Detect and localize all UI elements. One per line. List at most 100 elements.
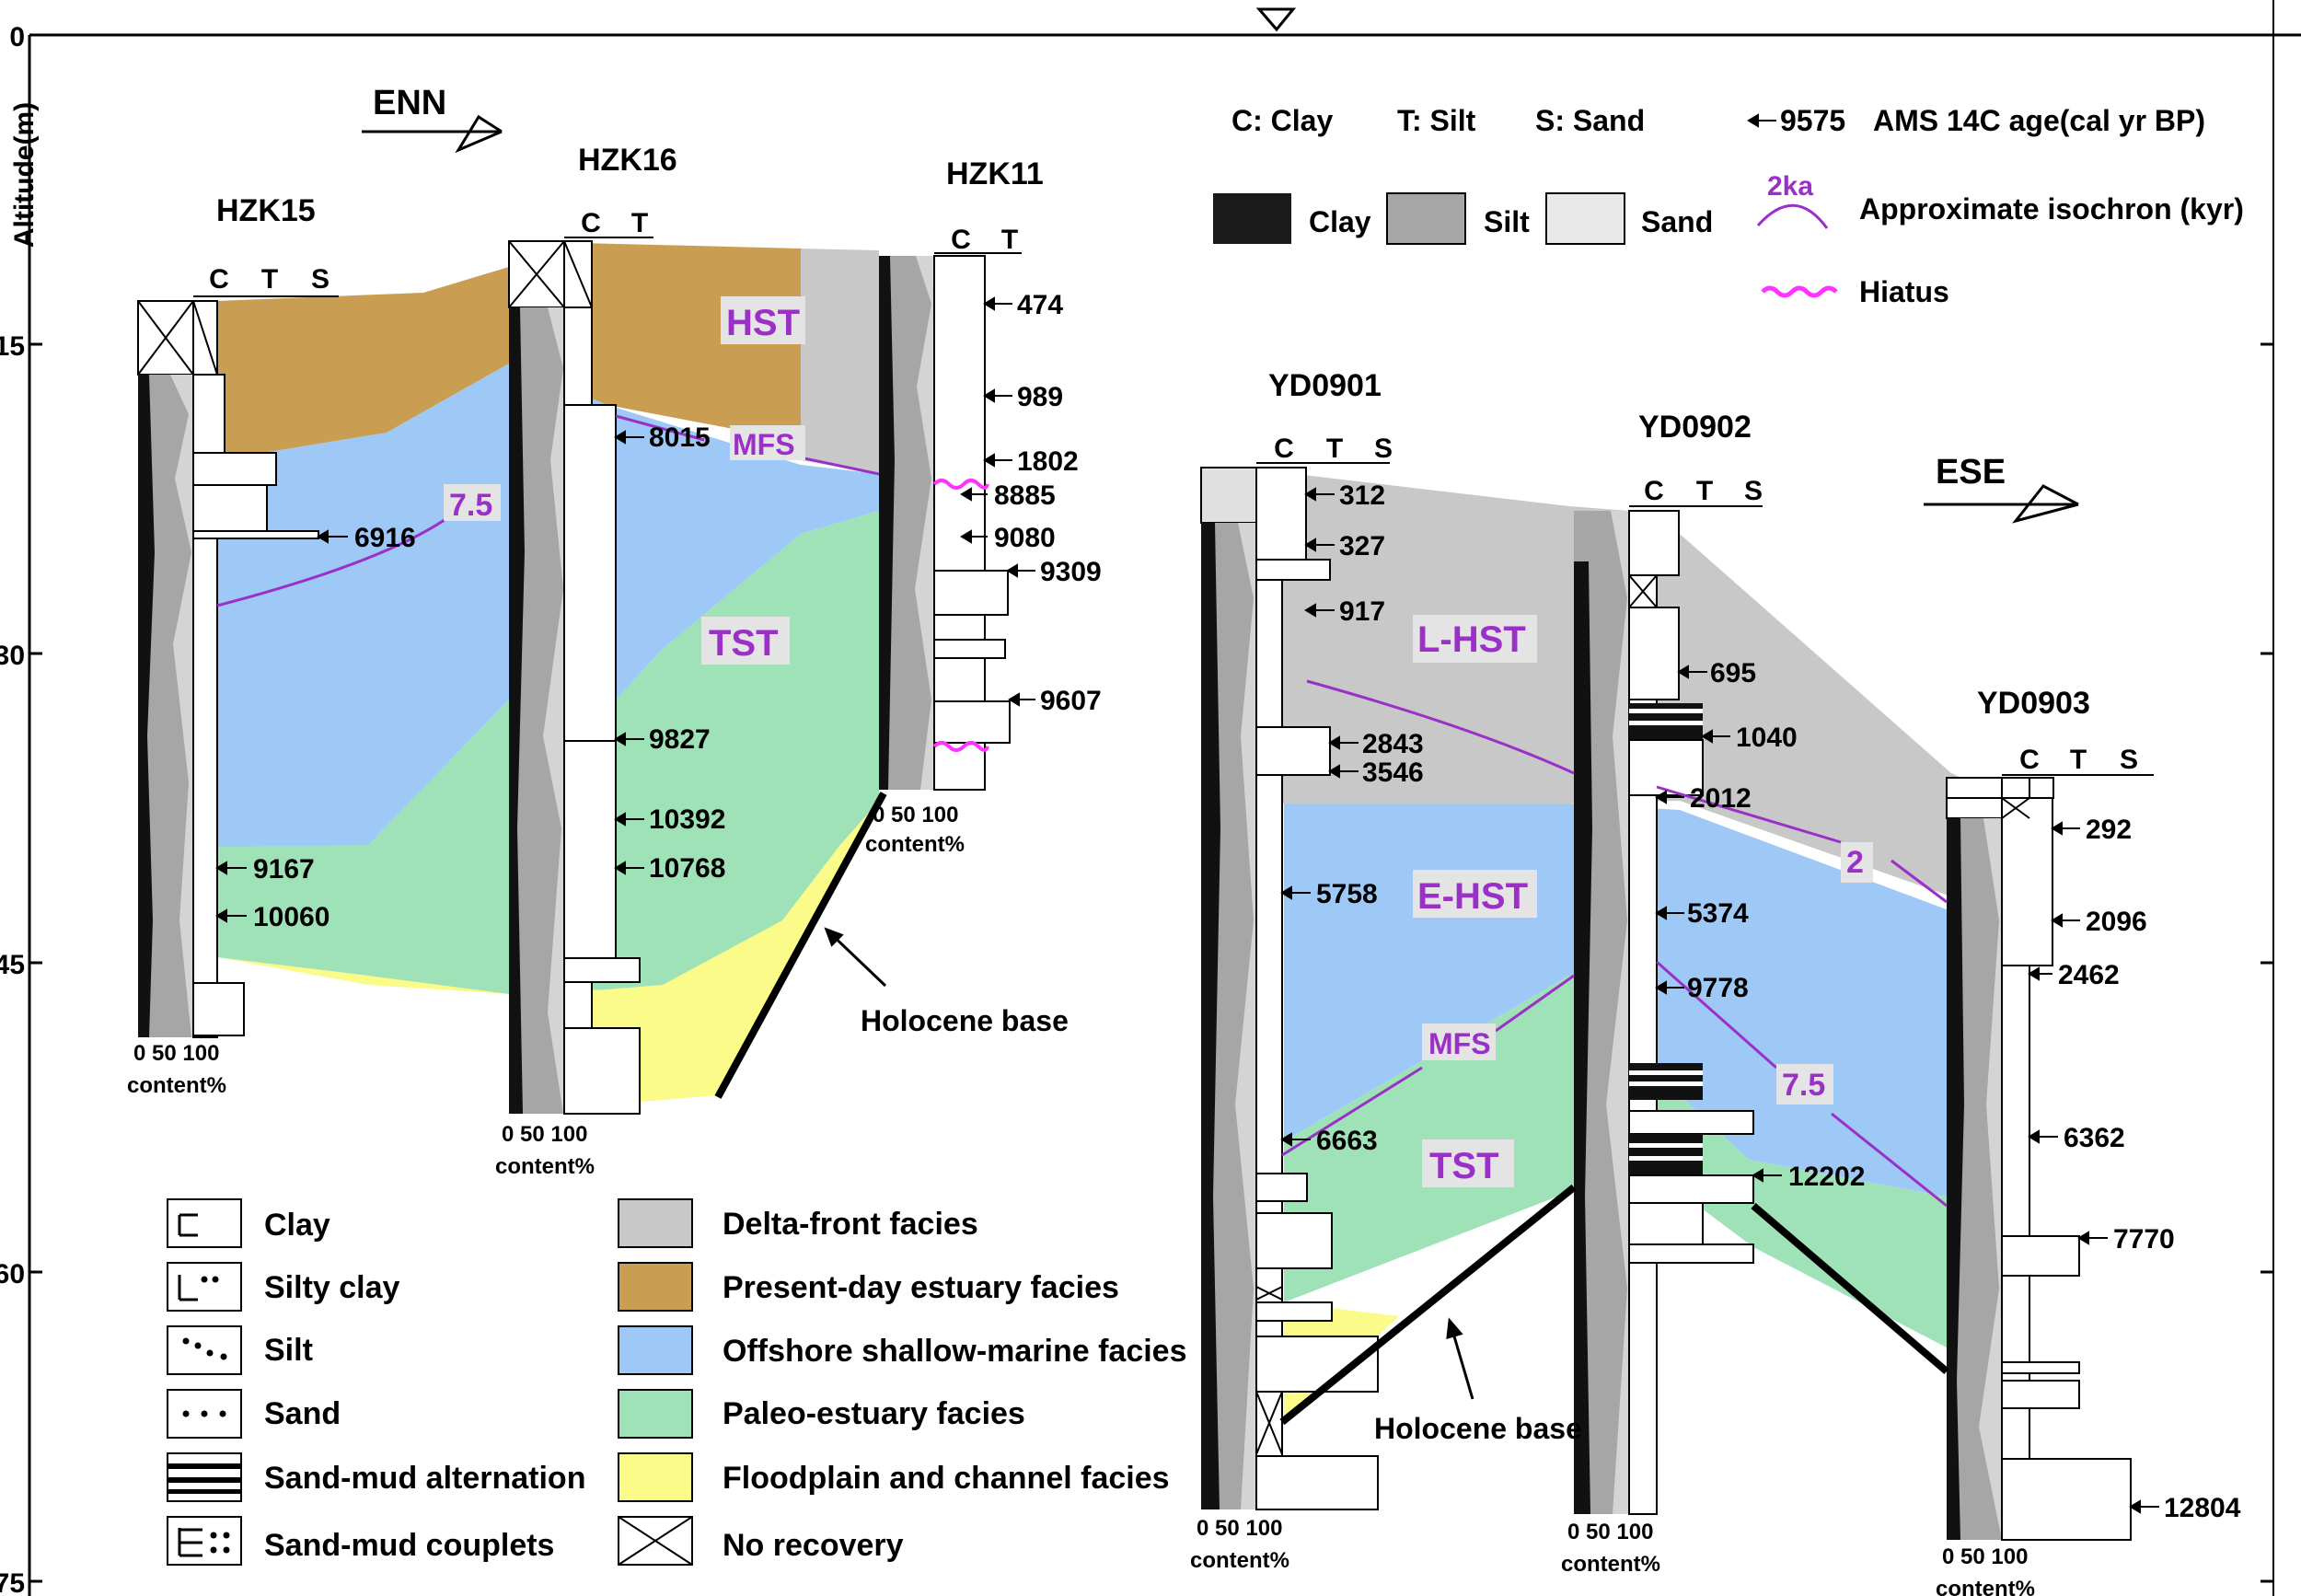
svg-text:0 50 100: 0 50 100 <box>502 1122 587 1147</box>
core-yd0902 <box>1574 505 1763 1515</box>
age-marker: 917 <box>1304 596 1385 627</box>
water-level-icon <box>1255 7 1297 32</box>
svg-text:9607: 9607 <box>1040 686 1102 716</box>
hiatus-sample-icon <box>1761 285 1838 298</box>
hiatus-marks <box>932 479 989 752</box>
legend-age-value: 9575 <box>1780 104 1845 137</box>
svg-text:S: S <box>1744 476 1763 506</box>
hiatus-mark-upper <box>932 479 989 490</box>
age-marker: 2843 <box>1328 729 1424 759</box>
svg-text:Sand: Sand <box>264 1396 341 1431</box>
axis-tick-label: -60 <box>0 1259 25 1290</box>
legend-facies: Delta-front facies Present-day estuary f… <box>618 1198 1187 1566</box>
age-marker: 312 <box>1304 480 1385 511</box>
svg-text:C: C <box>1644 476 1664 506</box>
svg-text:1802: 1802 <box>1017 446 1079 477</box>
isochron-label-7-5-right: 7.5 <box>1782 1068 1825 1103</box>
isochrons <box>216 414 1948 1208</box>
age-marker: 695 <box>1677 658 1756 688</box>
svg-text:2012: 2012 <box>1690 783 1752 814</box>
legend-age-text: AMS 14C age(cal yr BP) <box>1873 104 2205 137</box>
svg-text:Present-day estuary facies: Present-day estuary facies <box>723 1270 1119 1305</box>
svg-text:10392: 10392 <box>649 804 725 835</box>
delta-front-facies-left <box>801 249 879 474</box>
svg-text:0 50 100: 0 50 100 <box>873 803 958 827</box>
swatch-silt <box>1386 192 1466 245</box>
age-marker: 9607 <box>1008 686 1102 716</box>
svg-text:9080: 9080 <box>994 523 1056 553</box>
svg-text:T: T <box>631 208 648 238</box>
isochron-7-5-left <box>216 495 471 607</box>
unit-label-e-hst: E-HST <box>1417 876 1528 917</box>
abbrev-sand: S: Sand <box>1535 104 1645 137</box>
svg-text:content%: content% <box>1190 1548 1289 1573</box>
age-marker: 6916 <box>317 523 416 553</box>
svg-text:T: T <box>1326 434 1343 464</box>
core-title-yd0902: YD0902 <box>1638 410 1752 445</box>
age-marker: 2462 <box>2028 960 2120 990</box>
age-marker: 9778 <box>1655 973 1749 1003</box>
age-annotations: 6916 9167 10060 8015 9827 10392 10768 47… <box>215 290 2241 1523</box>
svg-text:2096: 2096 <box>2086 907 2147 937</box>
age-marker: 989 <box>983 382 1063 412</box>
svg-text:474: 474 <box>1017 290 1063 320</box>
svg-text:Clay: Clay <box>1309 205 1371 238</box>
svg-text:C: C <box>209 264 229 295</box>
unit-label-mfs-left: MFS <box>733 428 795 461</box>
svg-text:0 50 100: 0 50 100 <box>1567 1520 1653 1544</box>
age-marker: 2096 <box>2051 907 2147 937</box>
svg-text:3546: 3546 <box>1362 758 1424 788</box>
svg-text:S: S <box>2120 745 2138 775</box>
svg-text:T: T <box>2070 745 2087 775</box>
legend-hiatus-text: Hiatus <box>1859 275 1949 308</box>
svg-text:T: T <box>1001 225 1018 255</box>
svg-text:Delta-front facies: Delta-front facies <box>723 1207 978 1242</box>
holocene-base-line-right-a <box>1279 1184 1577 1426</box>
svg-text:1040: 1040 <box>1736 723 1798 753</box>
svg-text:7770: 7770 <box>2113 1224 2175 1255</box>
svg-text:12804: 12804 <box>2164 1493 2241 1523</box>
svg-text:9778: 9778 <box>1687 973 1749 1003</box>
svg-text:C: C <box>1274 434 1294 464</box>
svg-text:695: 695 <box>1710 658 1756 688</box>
isochron-sample-label: 2ka <box>1767 171 1813 202</box>
holocene-base-line-left <box>714 792 887 1099</box>
axis-tick-label: -15 <box>0 331 25 362</box>
svg-text:10768: 10768 <box>649 853 725 884</box>
age-marker: 5374 <box>1655 898 1749 929</box>
axis-title: Altitude(m) <box>9 102 40 248</box>
svg-text:2843: 2843 <box>1362 729 1424 759</box>
svg-text:327: 327 <box>1339 531 1385 561</box>
unit-labels: HST MFS TST 7.5 L-HST E-HST MFS TST 2 7.… <box>444 296 1873 1187</box>
svg-text:S: S <box>311 264 330 295</box>
svg-text:Sand-mud alternation: Sand-mud alternation <box>264 1461 585 1496</box>
age-marker: 9167 <box>215 854 315 885</box>
isochron-7-5-right <box>1656 960 1948 1208</box>
svg-text:10060: 10060 <box>253 902 330 932</box>
isochron-label-2: 2 <box>1846 845 1864 880</box>
age-marker: 6663 <box>1280 1126 1378 1156</box>
holocene-base-label-left: Holocene base <box>861 1004 1069 1037</box>
abbrev-silt: T: Silt <box>1397 104 1476 137</box>
core-hzk16 <box>508 237 653 1115</box>
age-marker: 9827 <box>614 724 711 755</box>
core-headers: HZK15 HZK16 HZK11 YD0901 YD0902 YD0903 <box>216 143 2090 721</box>
svg-text:0 50 100: 0 50 100 <box>133 1041 219 1066</box>
age-marker: 9080 <box>960 523 1056 553</box>
svg-text:content%: content% <box>127 1073 226 1098</box>
svg-text:content%: content% <box>1561 1552 1660 1577</box>
unit-label-mfs-right: MFS <box>1428 1027 1491 1060</box>
holocene-base-label-right: Holocene base <box>1374 1412 1582 1445</box>
legend-lithology: Clay Silty clay Silt Sand Sand-mud alter… <box>167 1198 585 1566</box>
isochron-label-7-5-left: 7.5 <box>449 488 492 523</box>
core-yd0903 <box>1946 774 2154 1541</box>
svg-text:989: 989 <box>1017 382 1063 412</box>
svg-text:Paleo-estuary facies: Paleo-estuary facies <box>723 1396 1025 1431</box>
age-marker: 6362 <box>2028 1123 2125 1153</box>
holocene-base-labels: Holocene base Holocene base <box>824 927 1582 1445</box>
core-yd0901 <box>1200 462 1390 1510</box>
svg-text:8015: 8015 <box>649 422 711 453</box>
age-marker: 474 <box>983 290 1063 320</box>
